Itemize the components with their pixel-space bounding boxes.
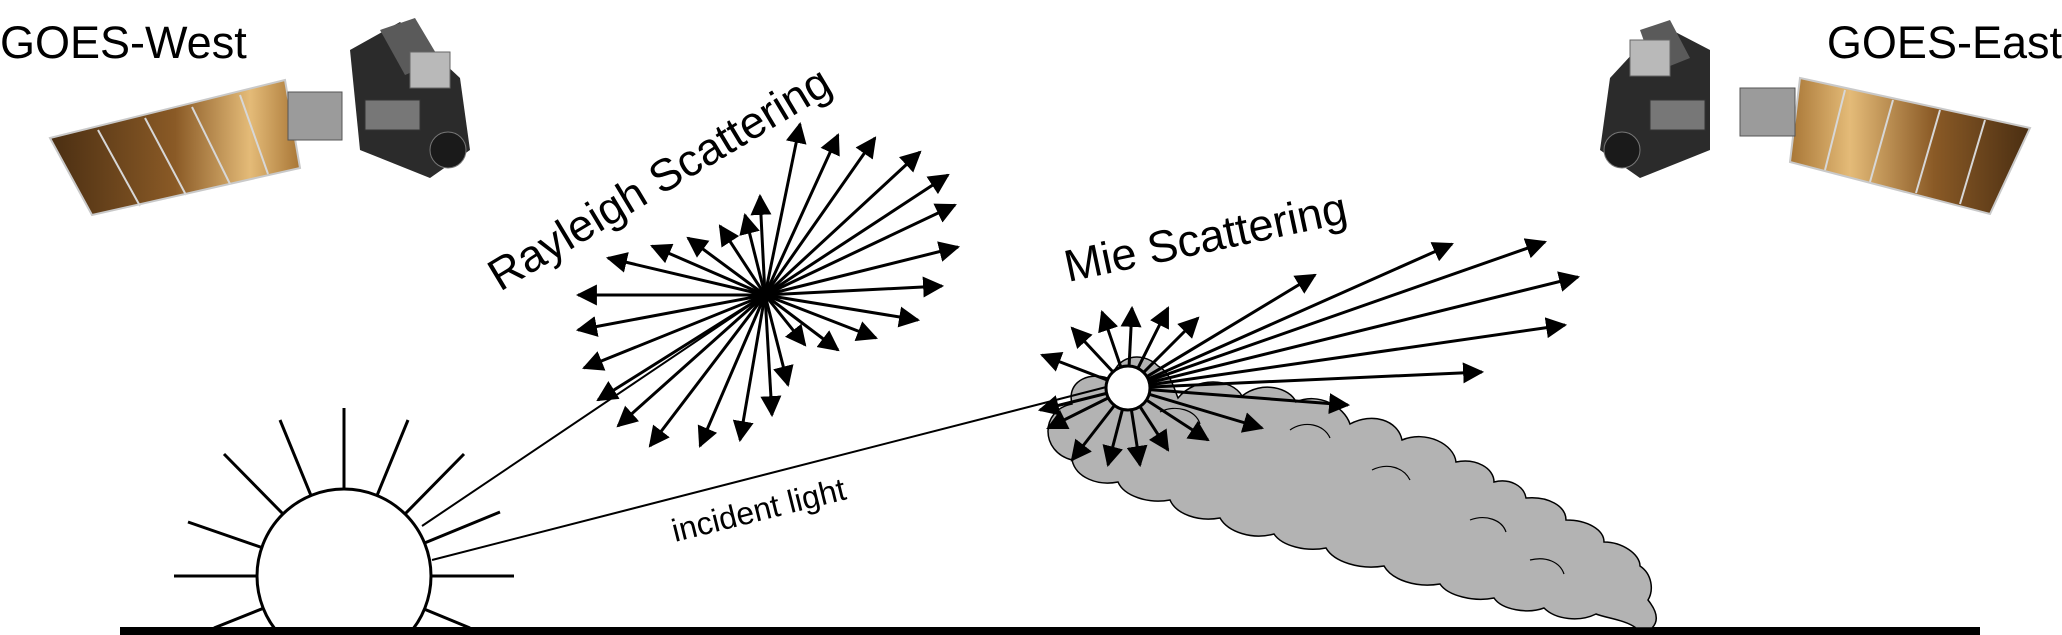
goes-west-satellite-icon	[48, 18, 470, 217]
goes-east-label: GOES-East	[1827, 17, 2062, 68]
sun-icon	[120, 408, 1980, 635]
mie-scattering-label: Mie Scattering	[1059, 182, 1351, 292]
mie-arrows	[1037, 238, 1581, 468]
incident-light-rays	[421, 294, 1119, 561]
rayleigh-arrows	[575, 121, 961, 448]
mie-particle	[1104, 364, 1152, 412]
goes-east-satellite-icon	[1600, 20, 2032, 216]
goes-west-label: GOES-West	[0, 17, 247, 68]
incident-light-label: incident light	[668, 471, 849, 549]
